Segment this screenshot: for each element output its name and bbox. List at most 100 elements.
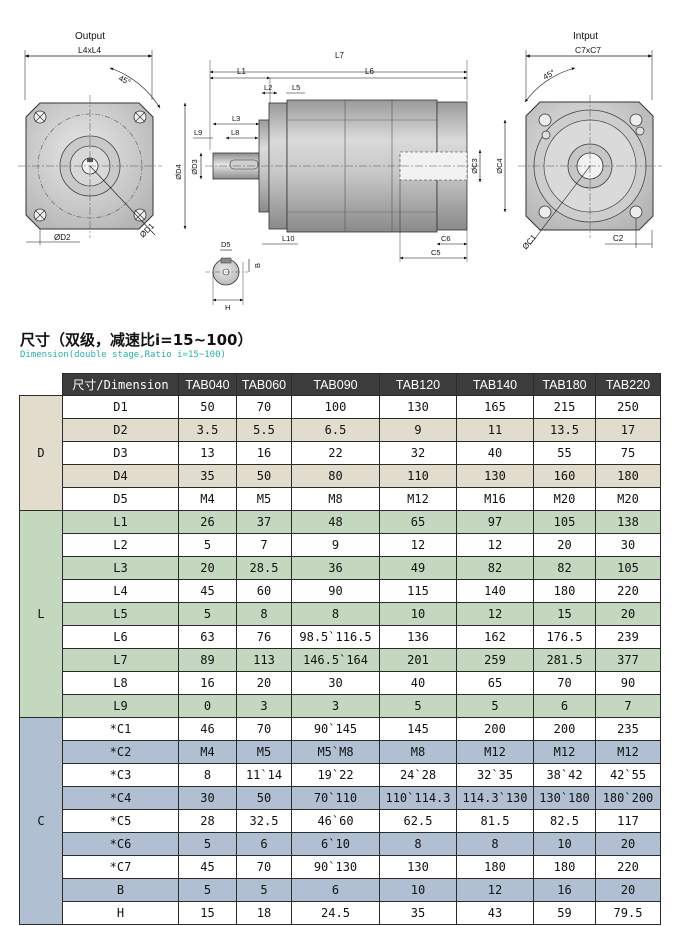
table-cell: 43: [456, 901, 534, 925]
table-cell: 130: [379, 855, 457, 879]
table-cell: 235: [595, 717, 661, 741]
dim-C3: ØC3: [470, 158, 479, 173]
table-cell: 82.5: [533, 809, 596, 833]
dim-L7: L7: [335, 51, 344, 60]
table-cell: 115: [379, 579, 457, 603]
table-cell: 140: [456, 579, 534, 603]
row-label: L7: [62, 648, 179, 672]
table-cell: 20: [178, 556, 237, 580]
table-cell: 146.5`164: [291, 648, 380, 672]
header-tab180: TAB180: [533, 373, 596, 396]
table-cell: 37: [236, 510, 292, 534]
table-cell: 6`10: [291, 832, 380, 856]
table-cell: 38`42: [533, 763, 596, 787]
input-flange-face: [518, 95, 662, 246]
table-cell: 220: [595, 579, 661, 603]
table-cell: 281.5: [533, 648, 596, 672]
output-square-dim: L4xL4: [78, 45, 101, 55]
table-cell: 65: [456, 671, 534, 695]
table-cell: 130: [379, 395, 457, 419]
table-cell: 70: [533, 671, 596, 695]
section-subtitle: Dimension(double stage,Ratio i=15~100): [20, 350, 226, 360]
table-cell: 97: [456, 510, 534, 534]
gearbox-dimension-drawing: Output L4xL4 45° ØD1 ØD2: [18, 31, 662, 312]
table-cell: 3: [291, 694, 380, 718]
table-cell: 10: [379, 602, 457, 626]
table-cell: M8: [291, 487, 380, 511]
table-cell: 46: [178, 717, 237, 741]
table-cell: 16: [178, 671, 237, 695]
row-label: L8: [62, 671, 179, 695]
table-cell: 32: [379, 441, 457, 465]
table-cell: 3: [236, 694, 292, 718]
table-cell: 138: [595, 510, 661, 534]
table-cell: M12: [595, 740, 661, 764]
table-cell: 13: [178, 441, 237, 465]
table-cell: 70: [236, 717, 292, 741]
table-cell: 176.5: [533, 625, 596, 649]
table-cell: M20: [533, 487, 596, 511]
row-label: *C6: [62, 832, 179, 856]
table-cell: 45: [178, 579, 237, 603]
table-cell: 79.5: [595, 901, 661, 925]
table-cell: 26: [178, 510, 237, 534]
row-label: *C4: [62, 786, 179, 810]
dim-D3: ØD3: [190, 159, 199, 174]
table-cell: 180: [456, 855, 534, 879]
dim-L3: L3: [232, 114, 240, 123]
table-cell: 76: [236, 625, 292, 649]
table-cell: 89: [178, 648, 237, 672]
dim-L6: L6: [365, 67, 374, 76]
table-cell: 35: [178, 464, 237, 488]
table-cell: 70: [236, 395, 292, 419]
table-cell: 215: [533, 395, 596, 419]
table-cell: 5: [178, 832, 237, 856]
table-cell: 200: [533, 717, 596, 741]
table-cell: 59: [533, 901, 596, 925]
group-label-d: D: [19, 395, 63, 511]
table-cell: 16: [533, 878, 596, 902]
table-cell: 90`130: [291, 855, 380, 879]
table-cell: M16: [456, 487, 534, 511]
dim-C4: ØC4: [495, 158, 504, 173]
table-cell: 0: [178, 694, 237, 718]
header-tab140: TAB140: [456, 373, 534, 396]
table-cell: 7: [595, 694, 661, 718]
table-cell: 90: [291, 579, 380, 603]
table-cell: 65: [379, 510, 457, 534]
table-cell: 8: [456, 832, 534, 856]
table-cell: 18: [236, 901, 292, 925]
dimension-table: 尺寸/Dimension TAB040 TAB060 TAB090 TAB120…: [19, 373, 661, 925]
table-cell: 11`14: [236, 763, 292, 787]
table-cell: 17: [595, 418, 661, 442]
table-cell: 90: [595, 671, 661, 695]
row-label: L6: [62, 625, 179, 649]
row-label: D4: [62, 464, 179, 488]
table-cell: 32`35: [456, 763, 534, 787]
shaft-key-detail: [205, 257, 248, 286]
header-dimension: 尺寸/Dimension: [62, 373, 179, 396]
table-cell: 250: [595, 395, 661, 419]
table-cell: 7: [236, 533, 292, 557]
row-label: *C7: [62, 855, 179, 879]
table-cell: 20: [595, 602, 661, 626]
table-cell: 50: [236, 786, 292, 810]
table-cell: 35: [379, 901, 457, 925]
output-label: Output: [75, 31, 105, 42]
table-cell: 13.5: [533, 418, 596, 442]
section-title: 尺寸（双级，减速比i=15~100）: [20, 331, 253, 349]
dim-C6: C6: [441, 234, 451, 243]
table-cell: M5`M8: [291, 740, 380, 764]
table-cell: 98.5`116.5: [291, 625, 380, 649]
table-cell: 70`110: [291, 786, 380, 810]
row-label: *C5: [62, 809, 179, 833]
